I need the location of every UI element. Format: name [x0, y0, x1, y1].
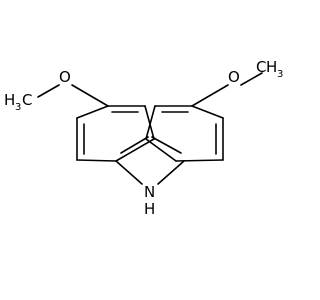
bond [145, 138, 177, 162]
bond [115, 138, 155, 162]
methyl-left-h-label: H [4, 91, 15, 109]
structure-canvas: O O N H H 3 C C H 3 [4, 58, 283, 218]
pyrrole-ring [115, 160, 185, 185]
bond [145, 105, 156, 140]
bond-ring-o-left [71, 84, 109, 107]
double-bond-inner [120, 136, 149, 154]
bond-o-ch3-left [37, 84, 60, 98]
methyl-right-h-label: H [266, 58, 277, 76]
double-bond-inner [151, 136, 182, 154]
bond [144, 105, 155, 140]
bond-o-ch3-right [240, 72, 263, 86]
bond-c-n-left [115, 160, 143, 185]
right-benzene-ring [145, 105, 224, 162]
nh-hydrogen-label: H [144, 200, 155, 218]
oxygen-left-label: O [59, 68, 71, 86]
methyl-right-subscript: 3 [277, 69, 283, 80]
bond [191, 105, 224, 119]
bond-ring-o-right [191, 84, 229, 107]
methoxy-left [37, 84, 109, 107]
methyl-right-c-label: C [256, 58, 266, 76]
bond [76, 159, 117, 162]
bond [76, 105, 109, 119]
left-benzene-ring [76, 105, 155, 162]
methyl-left-c-label: C [22, 91, 32, 109]
methoxy-right [191, 72, 263, 107]
nitrogen-label: N [144, 183, 155, 201]
methyl-left-subscript: 3 [15, 102, 21, 113]
bond-c-n-right [157, 160, 185, 185]
carbazole-structure: O O N H H 3 C C H 3 [4, 58, 283, 218]
oxygen-right-label: O [228, 68, 240, 86]
